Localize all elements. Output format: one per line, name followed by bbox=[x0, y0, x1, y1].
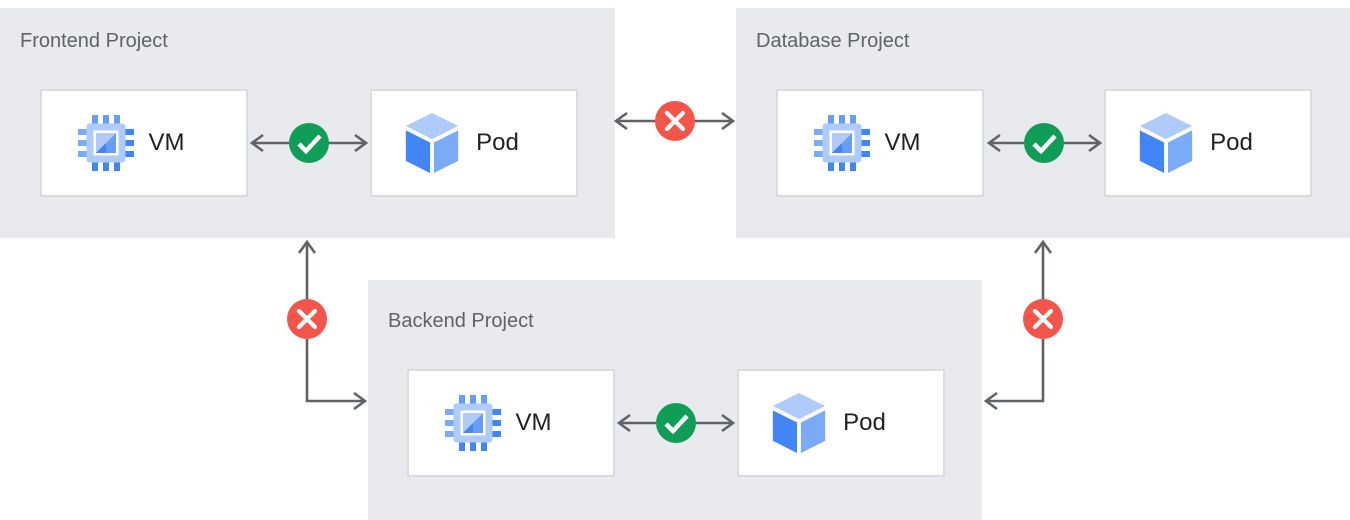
frontend-pod-node: Pod bbox=[370, 89, 578, 197]
backend-vm-label: VM bbox=[515, 409, 552, 436]
database-vm-node: VM bbox=[776, 89, 984, 197]
connection-frontend-database bbox=[613, 101, 736, 141]
database-pod-node: Pod bbox=[1104, 89, 1312, 197]
database-pod-label: Pod bbox=[1210, 129, 1253, 156]
blocked-x-icon bbox=[287, 299, 327, 339]
database-vm-label: VM bbox=[884, 129, 921, 156]
pod-cube-icon bbox=[772, 392, 826, 454]
pod-cube-icon bbox=[405, 112, 459, 174]
backend-pod-label: Pod bbox=[843, 409, 886, 436]
connection-frontend-backend bbox=[287, 239, 368, 411]
project-panel-database: Database Project VM bbox=[736, 8, 1350, 238]
project-panel-backend: Backend Project VM bbox=[368, 280, 982, 520]
project-title-frontend: Frontend Project bbox=[20, 30, 168, 52]
frontend-vm-content: VM bbox=[77, 115, 185, 171]
pod-cube-icon bbox=[1139, 112, 1193, 174]
compute-engine-vm-icon bbox=[77, 115, 134, 171]
compute-engine-vm-icon bbox=[813, 115, 870, 171]
project-panel-frontend: Frontend Project VM bbox=[0, 8, 615, 238]
project-title-backend: Backend Project bbox=[388, 310, 534, 332]
database-vm-content: VM bbox=[813, 115, 921, 171]
compute-engine-vm-icon bbox=[444, 395, 501, 451]
backend-vm-node: VM bbox=[407, 369, 615, 477]
backend-pod-content: Pod bbox=[770, 392, 886, 454]
database-pod-content: Pod bbox=[1137, 112, 1253, 174]
connection-database-backend bbox=[983, 239, 1063, 411]
backend-pod-node: Pod bbox=[737, 369, 945, 477]
backend-vm-content: VM bbox=[444, 395, 552, 451]
blocked-x-icon bbox=[1023, 299, 1063, 339]
frontend-pod-content: Pod bbox=[403, 112, 519, 174]
frontend-vm-node: VM bbox=[40, 89, 248, 197]
project-title-database: Database Project bbox=[756, 30, 910, 52]
frontend-pod-label: Pod bbox=[476, 129, 519, 156]
frontend-vm-label: VM bbox=[148, 129, 185, 156]
blocked-x-icon bbox=[655, 101, 695, 141]
